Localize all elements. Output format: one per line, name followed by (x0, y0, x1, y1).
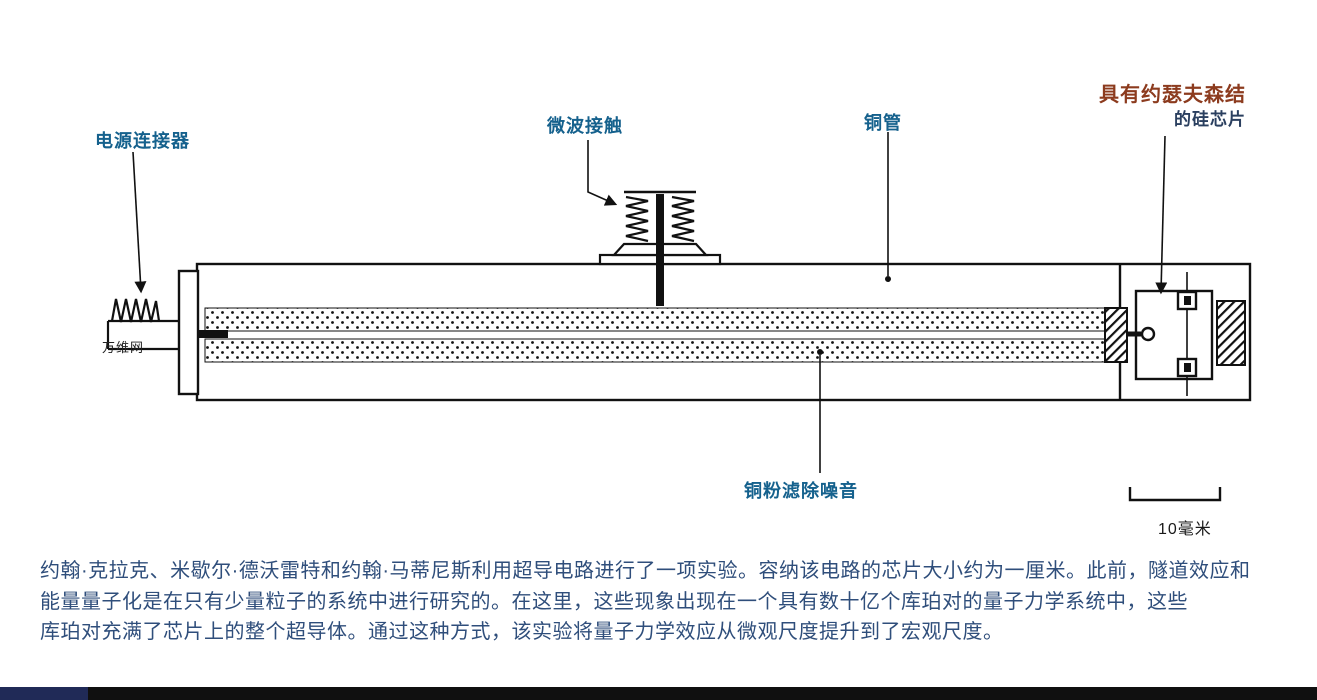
center-pin (656, 194, 664, 306)
bottom-edge-bar-blue-segment (0, 687, 88, 700)
thread-coil-left (625, 195, 649, 243)
copper-tube-label: 铜管 (864, 113, 902, 133)
caption-line-2: 能量量子化是在只有少量粒子的系统中进行研究的。在这里，这些现象出现在一个具有数十… (40, 590, 1188, 613)
silicon-chip-label-line2: 的硅芯片 (1174, 110, 1246, 129)
hatch-block-left (1104, 307, 1128, 363)
leader-power-connector (132, 151, 147, 294)
josephson-junction-top (1176, 290, 1198, 311)
copper-powder-bands (204, 307, 1106, 363)
silicon-chip-label-line1: 具有约瑟夫森结 (1099, 84, 1246, 106)
hatch-block-right (1216, 300, 1246, 366)
leader-copper-powder (817, 349, 823, 473)
scale-bar (1128, 487, 1222, 502)
microwave-connector-drawing (598, 190, 722, 306)
silicon-chip (1134, 289, 1214, 381)
power-connector-drawing (106, 298, 180, 351)
chip-section (1104, 272, 1246, 396)
caption-paragraph: 约翰·克拉克、米歇尔·德沃雷特和约翰·马蒂尼斯利用超导电路进行了一项实验。容纳该… (40, 556, 1300, 648)
left-flange (177, 269, 200, 396)
apparatus-diagram (106, 132, 1252, 502)
caption-line-3: 库珀对充满了芯片上的整个超导体。通过这种方式，该实验将量子力学效应从微观尺度提升… (40, 621, 1004, 643)
copper-powder-label: 铜粉滤除噪音 (744, 481, 858, 501)
bottom-edge-bar (0, 687, 1317, 700)
silicon-chip-label: 具有约瑟夫森结 的硅芯片 (1020, 82, 1246, 132)
leader-microwave-contact (587, 140, 618, 206)
leader-silicon-chip (1155, 135, 1168, 295)
scale-label: 10毫米 (1158, 521, 1212, 538)
center-conductor (198, 330, 228, 338)
josephson-junction-bottom (1176, 357, 1198, 378)
thread-coil-right (671, 195, 695, 243)
microwave-contact-label: 微波接触 (547, 116, 623, 136)
watermark-text: 万维网 (102, 340, 145, 355)
caption-line-1: 约翰·克拉克、米歇尔·德沃雷特和约翰·马蒂尼斯利用超导电路进行了一项实验。容纳该… (40, 560, 1251, 582)
copper-tube-outline (195, 262, 1252, 402)
leader-copper-tube (885, 132, 891, 282)
power-connector-label: 电源连接器 (95, 131, 190, 151)
